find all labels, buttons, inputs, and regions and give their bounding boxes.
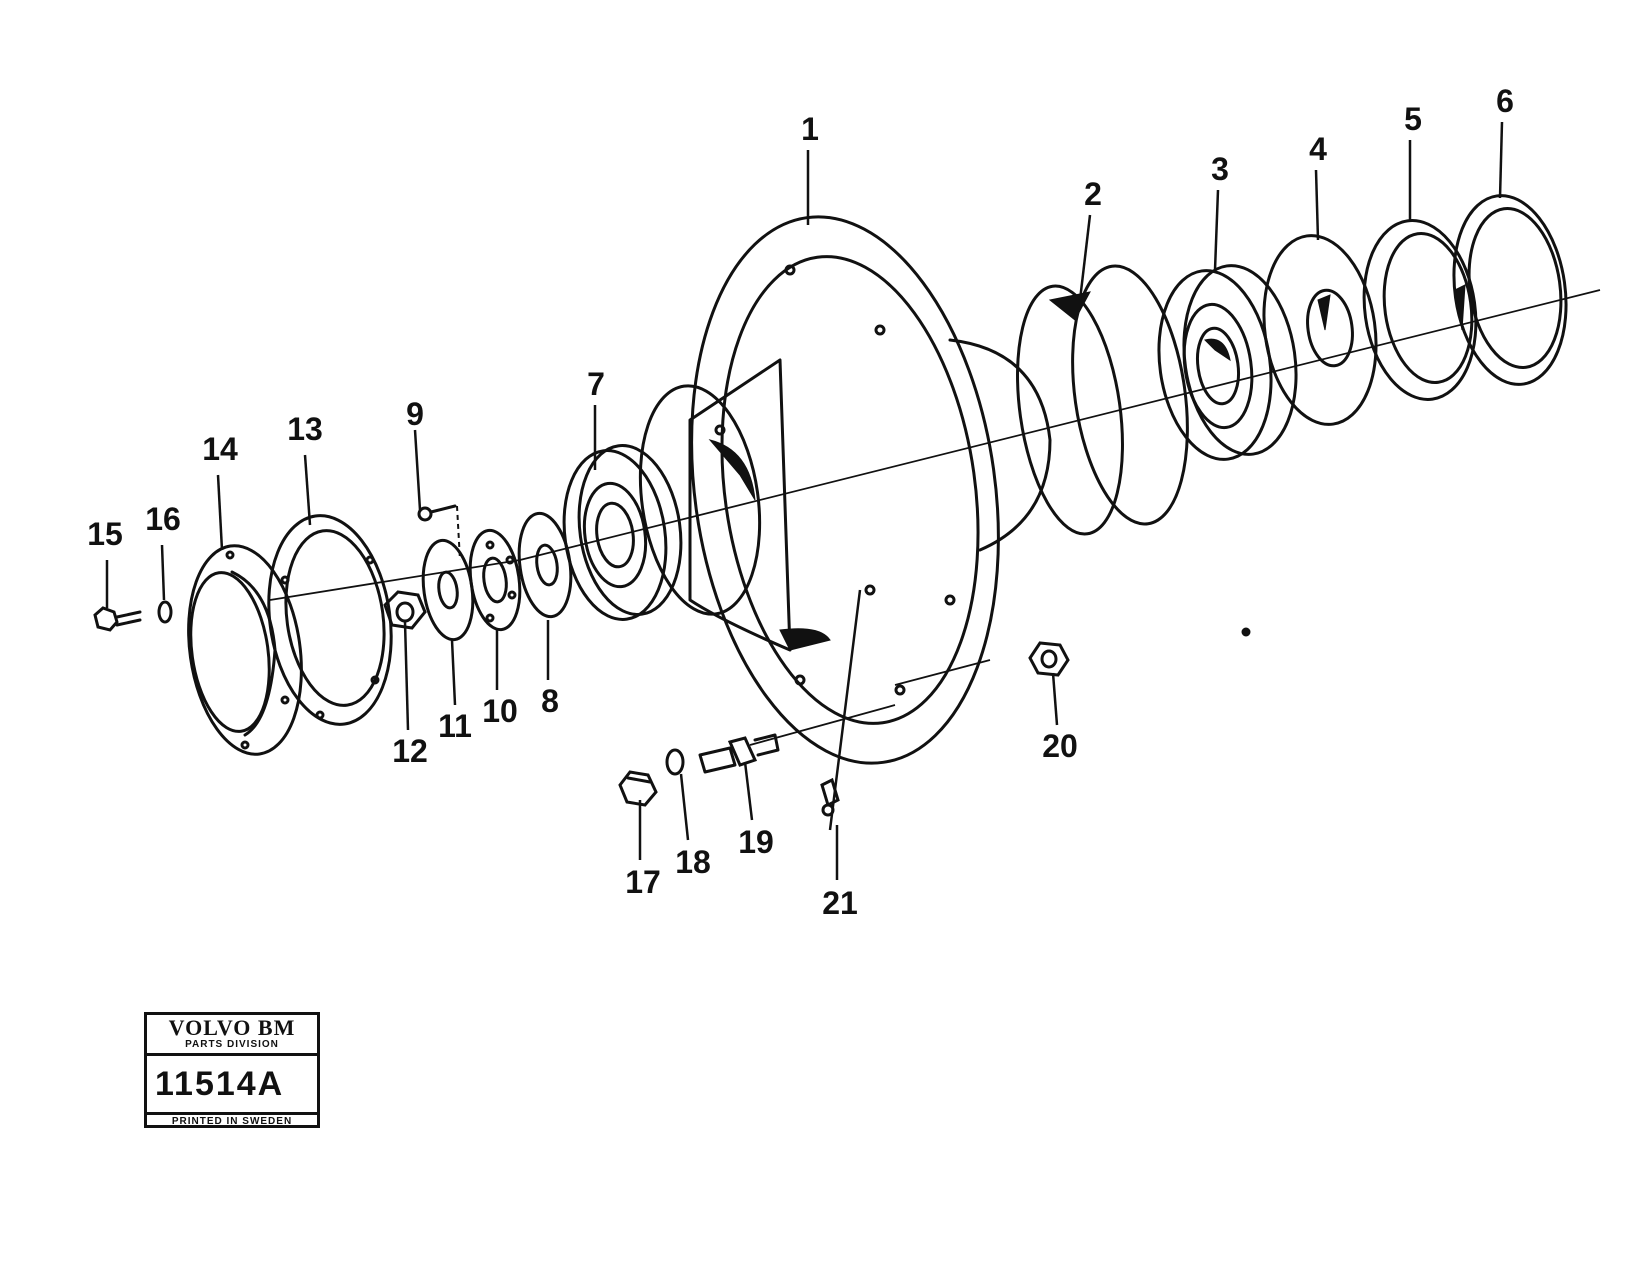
callout-1: 1	[801, 111, 819, 147]
cap-nut-part-17	[618, 770, 658, 807]
cover-part-14	[187, 544, 303, 756]
washer-part-4	[1262, 234, 1378, 426]
callout-17: 17	[625, 864, 661, 900]
washer-part-16	[157, 600, 173, 624]
volvo-bm-stamp: VOLVO BM PARTS DIVISION 11514A PRINTED I…	[144, 1012, 320, 1128]
callout-labels: 1 2 3 4 5 6 7 8 9 10 11 12 13 14 15 16 1…	[87, 83, 1514, 921]
bearing-part-3	[1157, 264, 1298, 461]
gasket-part-13	[267, 514, 393, 726]
callout-6: 6	[1496, 83, 1514, 119]
washer-part-8	[517, 511, 573, 619]
callout-11: 11	[438, 708, 472, 744]
callout-15: 15	[87, 516, 123, 552]
stud-part-19	[698, 733, 780, 774]
callout-3: 3	[1211, 151, 1229, 187]
callout-9: 9	[406, 396, 424, 432]
leader-lines	[105, 121, 1504, 880]
callout-5: 5	[1404, 101, 1422, 137]
callout-2: 2	[1084, 176, 1102, 212]
washer-part-11	[421, 538, 475, 642]
bearing-part-7	[562, 444, 683, 621]
stamp-brand: VOLVO BM	[168, 1015, 296, 1040]
screw-part-9	[417, 504, 461, 561]
washer-part-18	[665, 748, 685, 776]
callout-10: 10	[482, 693, 518, 729]
bolt-part-15	[93, 606, 142, 632]
grease-nipple-part-21	[820, 589, 862, 831]
nut-part-20	[1028, 641, 1070, 677]
callout-8: 8	[541, 683, 559, 719]
stray-dot	[1241, 627, 1251, 637]
callout-18: 18	[675, 844, 711, 880]
callout-14: 14	[202, 431, 238, 467]
lock-plate-part-10	[468, 528, 522, 632]
callout-21: 21	[822, 885, 858, 921]
callout-4: 4	[1309, 131, 1327, 167]
callout-20: 20	[1042, 728, 1078, 764]
hub-part-1	[638, 215, 1052, 765]
seal-ring-part-6	[1452, 194, 1568, 386]
callout-16: 16	[145, 501, 181, 537]
callout-7: 7	[587, 366, 605, 402]
stamp-printed: PRINTED IN SWEDEN	[171, 1116, 293, 1127]
stamp-part-number: 11514A	[147, 1056, 317, 1115]
stamp-division: PARTS DIVISION	[147, 1039, 317, 1056]
callout-12: 12	[392, 733, 428, 769]
callout-19: 19	[738, 824, 774, 860]
sleeve-part-2	[1016, 264, 1189, 536]
callout-13: 13	[287, 411, 323, 447]
